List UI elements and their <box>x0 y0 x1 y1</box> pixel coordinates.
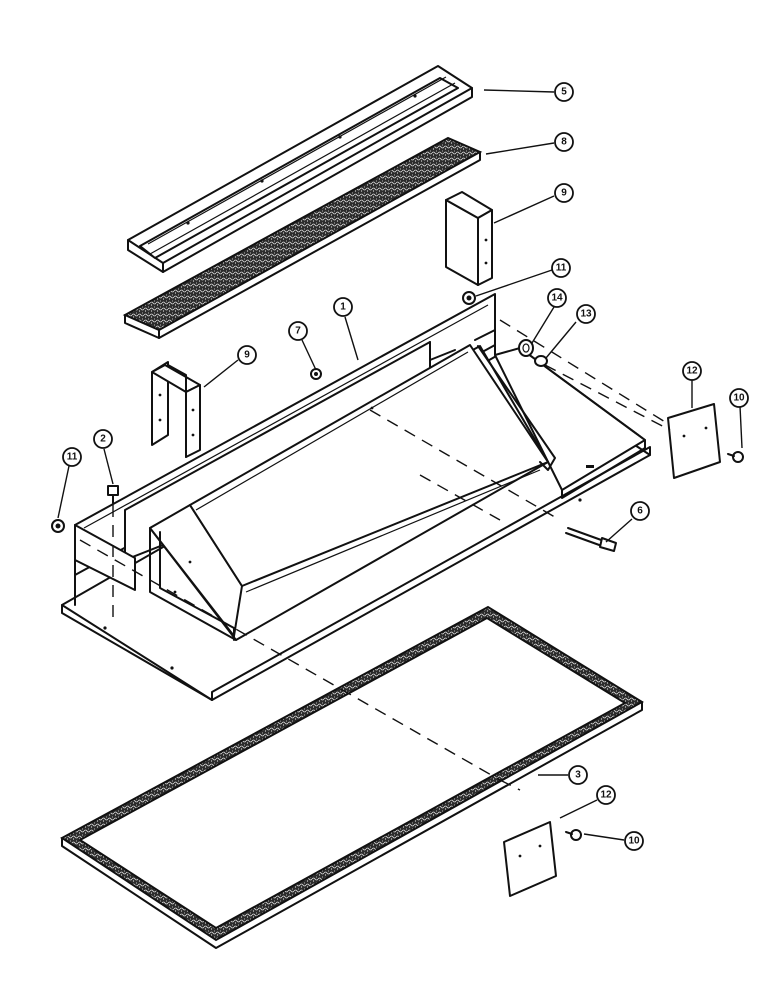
callout-5: 5 <box>554 82 574 102</box>
callout-11-left: 11 <box>62 447 82 467</box>
callout-13: 13 <box>576 304 596 324</box>
svg-text:8: 8 <box>561 137 567 148</box>
callout-6: 6 <box>630 501 650 521</box>
callout-2: 2 <box>93 429 113 449</box>
callout-9-upper: 9 <box>554 183 574 203</box>
svg-text:13: 13 <box>580 309 592 320</box>
callout-9-left: 9 <box>237 345 257 365</box>
nut-part-11-left <box>51 519 65 533</box>
svg-text:12: 12 <box>686 366 698 377</box>
clip-part-13 <box>534 355 548 367</box>
filter-pad-part <box>122 136 483 339</box>
callout-10-lower: 10 <box>624 831 644 851</box>
svg-text:9: 9 <box>561 188 567 199</box>
svg-text:11: 11 <box>556 263 567 274</box>
svg-text:14: 14 <box>551 293 563 304</box>
svg-text:2: 2 <box>100 434 106 445</box>
nut-part-7 <box>310 368 322 380</box>
top-channel-part <box>127 65 473 273</box>
callout-7: 7 <box>288 321 308 341</box>
svg-text:3: 3 <box>575 770 581 781</box>
svg-text:10: 10 <box>628 836 640 847</box>
callout-3: 3 <box>568 765 588 785</box>
svg-text:11: 11 <box>67 452 78 463</box>
nut-part-11-upper <box>462 291 476 305</box>
svg-text:9: 9 <box>244 350 250 361</box>
bracket-upper-part <box>445 191 493 286</box>
bracket-left-part <box>151 361 201 458</box>
callout-10-upper: 10 <box>729 388 749 408</box>
cover-plate-upper-part <box>667 403 721 479</box>
callout-8: 8 <box>554 132 574 152</box>
callout-14: 14 <box>547 288 567 308</box>
bolt-part-2 <box>107 485 119 504</box>
svg-text:6: 6 <box>637 506 643 517</box>
svg-text:5: 5 <box>561 87 567 98</box>
callout-12-upper: 12 <box>682 361 702 381</box>
svg-text:10: 10 <box>733 393 745 404</box>
callout-1: 1 <box>333 297 353 317</box>
screw-part-10-lower <box>565 829 582 841</box>
bolt-part-6 <box>565 527 617 552</box>
leader-lines <box>57 89 743 841</box>
grommet-part-14 <box>518 339 534 357</box>
cover-plate-lower-part <box>503 821 557 897</box>
callout-12-lower: 12 <box>596 785 616 805</box>
frame-gasket-part <box>60 605 644 949</box>
svg-text:12: 12 <box>600 790 612 801</box>
screw-part-10-upper <box>727 451 744 463</box>
svg-text:7: 7 <box>295 326 301 337</box>
callout-11-upper: 11 <box>551 258 571 278</box>
svg-text:1: 1 <box>340 302 346 313</box>
assembly-lines <box>79 319 671 791</box>
